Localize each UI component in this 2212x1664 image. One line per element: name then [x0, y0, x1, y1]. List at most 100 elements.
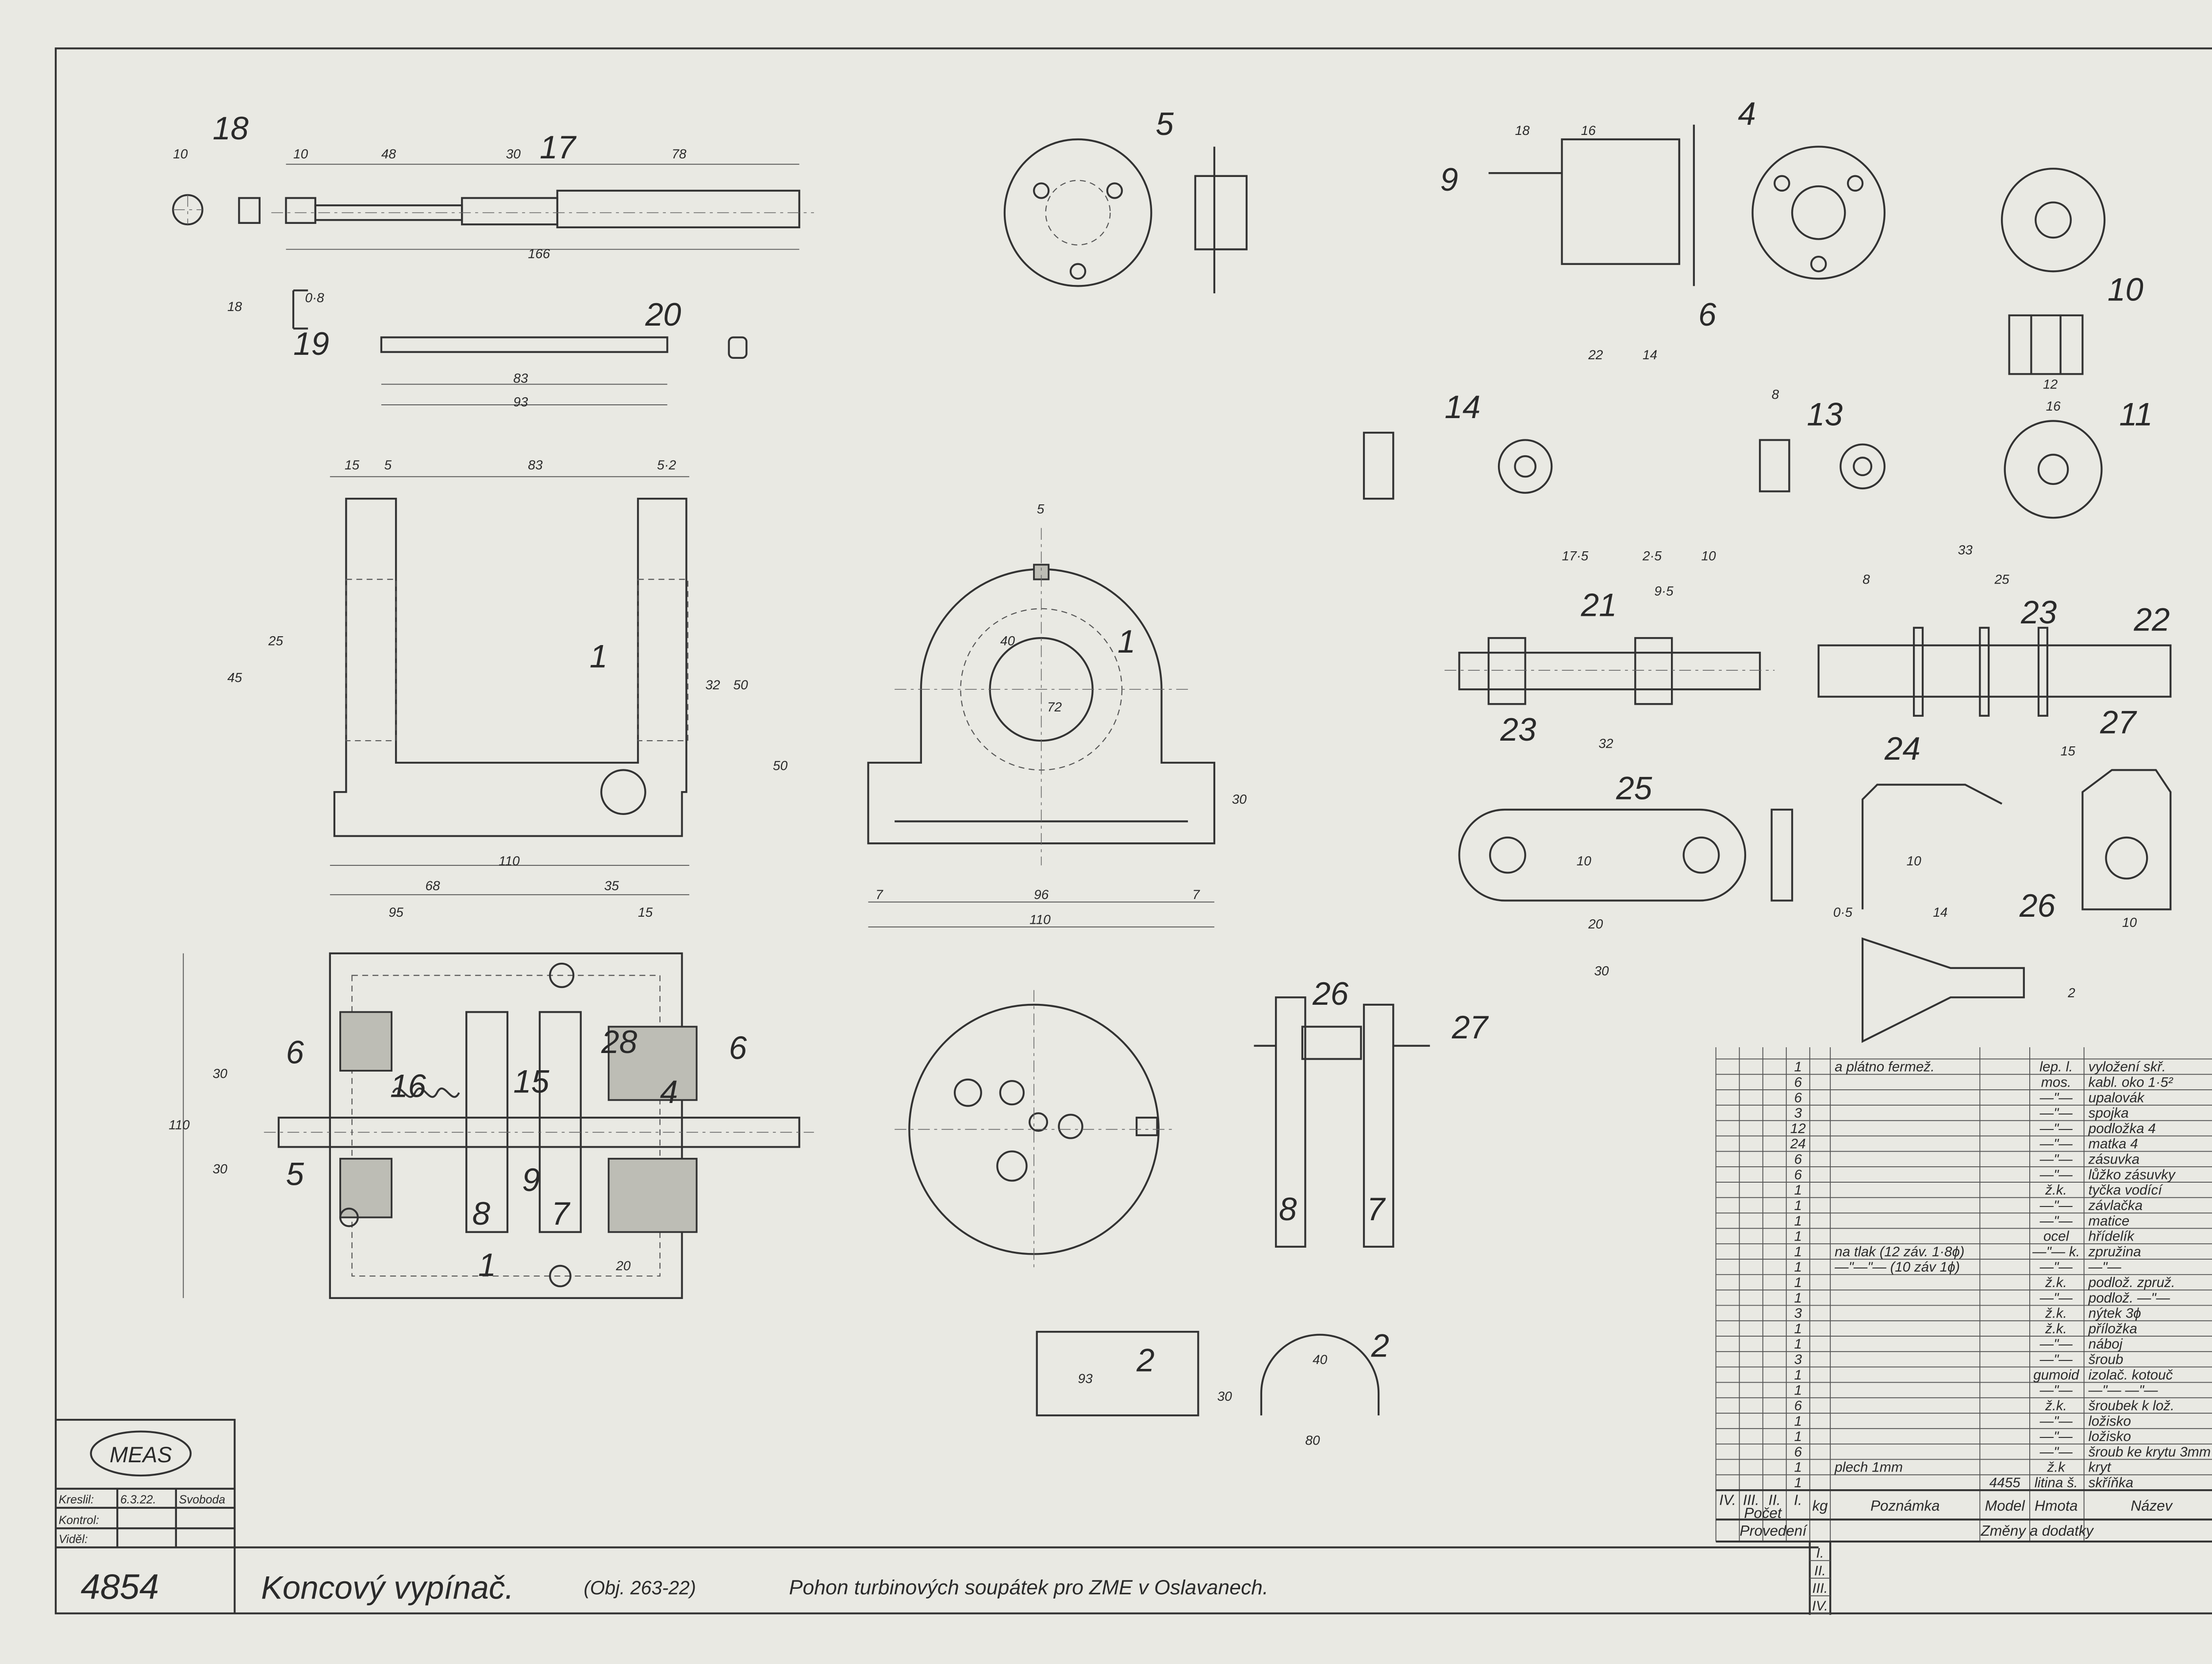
parts-cell-material: litina š. [2035, 1475, 2078, 1491]
dimension: 10 [1577, 854, 1592, 869]
parts-cell-name: kryt [2089, 1459, 2112, 1475]
part-label: 2 [1371, 1328, 1390, 1364]
dimension: 14 [1933, 905, 1947, 920]
header-note: Poznámka [1870, 1498, 1940, 1514]
table-frame [1716, 1489, 2212, 1615]
part-label: 20 [645, 297, 681, 333]
sheet-border [54, 47, 2212, 1614]
parts-cell-name: ložisko [2089, 1428, 2131, 1444]
dimension: 2·5 [1642, 549, 1662, 563]
header-version: III. [1743, 1492, 1759, 1508]
parts-cell-material: —"— [2039, 1213, 2073, 1229]
dimension: 95 [388, 905, 403, 920]
dimension: 25 [1994, 572, 2009, 587]
part-label: 5 [1156, 106, 1174, 142]
parts-cell-qty: 1 [1794, 1320, 1802, 1336]
parts-cell-note: —"—"— (10 záv 1ϕ) [1834, 1259, 1960, 1275]
parts-cell-name: podložka 4 [2088, 1120, 2156, 1136]
view-part-5 [1003, 138, 1248, 294]
drawing-subtitle: Pohon turbinových soupátek pro ZME v Osl… [789, 1576, 1268, 1599]
dimension: 32 [1598, 737, 1613, 751]
revision-row: I. [1816, 1545, 1824, 1561]
dimension: 5 [1037, 502, 1045, 516]
parts-cell-name: tyčka vodící [2089, 1182, 2163, 1198]
part-label: 26 [1312, 976, 1349, 1012]
header-version: II. [1768, 1492, 1781, 1508]
parts-cell-qty: 1 [1794, 1274, 1802, 1290]
dimension: 12 [2043, 377, 2058, 392]
dimension: 20 [615, 1259, 631, 1273]
parts-cell-material: ocel [2043, 1228, 2070, 1244]
part-label: 6 [286, 1034, 304, 1070]
dimension: 33 [1958, 543, 1973, 557]
dimension: 93 [513, 395, 528, 409]
parts-cell-name: kabl. oko 1·5² [2089, 1074, 2174, 1090]
view-parts-21-22 [1444, 626, 2172, 717]
parts-cell-material: ž.k [2047, 1459, 2066, 1475]
part-label: 17 [540, 130, 577, 165]
part-label: 10 [2108, 272, 2143, 308]
part-label: 23 [1500, 712, 1536, 748]
dimension: 30 [506, 147, 521, 161]
view-part-1-front [330, 476, 690, 895]
dimension: 8 [1772, 388, 1779, 402]
header-name: Název [2131, 1498, 2173, 1514]
revision-row: II. [1814, 1562, 1826, 1578]
parts-cell-material: —"— [2039, 1336, 2073, 1352]
seen-label: Viděl: [59, 1532, 88, 1545]
parts-cell-name: spojka [2089, 1105, 2129, 1121]
parts-cell-material: —"— [2039, 1259, 2073, 1275]
parts-cell-material: mos. [2041, 1074, 2071, 1090]
dimension: 80 [1305, 1433, 1320, 1448]
revision-row: IV. [1812, 1598, 1828, 1614]
view-part-2-flat [1036, 1330, 1199, 1417]
parts-cell-qty: 1 [1794, 1259, 1802, 1275]
view-part-20-rod [380, 336, 748, 405]
drawing-title: Koncový vypínač. [261, 1570, 514, 1606]
dimension: 40 [1000, 634, 1015, 649]
header-count: Počet [1744, 1505, 1782, 1522]
parts-cell-qty: 1 [1794, 1428, 1802, 1444]
dimension: 50 [733, 678, 749, 692]
part-label: 2 [1136, 1343, 1155, 1379]
part-label: 26 [2019, 888, 2056, 924]
drawn-label: Kreslil: [59, 1493, 94, 1506]
parts-cell-qty: 1 [1794, 1243, 1802, 1259]
dimension: 14 [1643, 348, 1657, 362]
dimension: 96 [1034, 888, 1049, 902]
parts-cell-note: a plátno fermež. [1835, 1059, 1935, 1075]
view-part-17-shaft [172, 164, 814, 250]
dimension: 15 [638, 905, 653, 920]
parts-cell-qty: 1 [1794, 1413, 1802, 1429]
title-block: MEAS Kreslil: 6.3.22. Svoboda Kontrol: V… [55, 1418, 1819, 1614]
parts-cell-qty: 1 [1794, 1475, 1802, 1491]
parts-cell-material: —"— [2039, 1351, 2073, 1367]
parts-cell-name: vyložení skř. [2089, 1059, 2166, 1075]
parts-cell-note: na tlak (12 záv. 1·8ϕ) [1835, 1243, 1964, 1259]
parts-cell-material: —"— [2039, 1151, 2073, 1167]
parts-cell-material: —"— [2039, 1166, 2073, 1182]
dimension: 16 [2046, 399, 2061, 414]
parts-cell-material: lep. l. [2039, 1059, 2073, 1075]
parts-cell-qty: 1 [1794, 1290, 1802, 1306]
view-part-4 [1488, 124, 1886, 286]
parts-cell-qty: 6 [1794, 1397, 1802, 1413]
dimension: 83 [513, 371, 528, 386]
parts-cell-material: —"— [2039, 1290, 2073, 1306]
parts-cell-material: ž.k. [2045, 1320, 2067, 1336]
part-label: 22 [2133, 602, 2170, 638]
dimension: 16 [1581, 123, 1596, 138]
parts-cell-material: ž.k. [2045, 1274, 2067, 1290]
dimension: 17·5 [1562, 549, 1589, 563]
part-label: 6 [729, 1030, 747, 1066]
parts-cell-qty: 12 [1790, 1120, 1806, 1136]
parts-cell-name: —"— [2088, 1259, 2122, 1275]
checked-label: Kontrol: [59, 1513, 99, 1526]
dimension: 10 [2122, 915, 2137, 930]
dimension: 0·5 [1833, 905, 1853, 920]
parts-cell-material: —"— [2039, 1413, 2073, 1429]
parts-cell-qty: 1 [1794, 1228, 1802, 1244]
dimension: 30 [213, 1067, 228, 1081]
parts-cell-name: izolač. kotouč [2089, 1367, 2173, 1383]
